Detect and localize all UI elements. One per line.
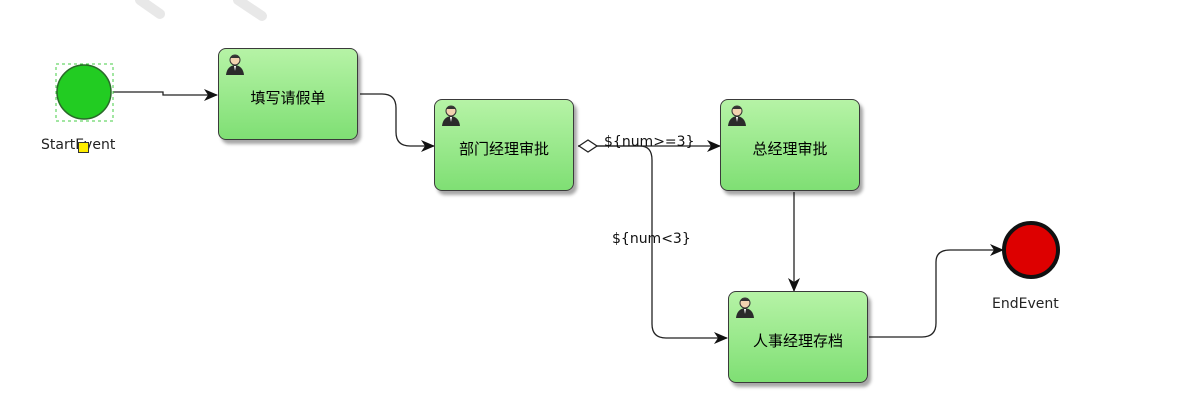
flow-start-to-fill-form[interactable] [113, 89, 218, 101]
task-dept-manager-approval[interactable]: 部门经理审批 [434, 99, 574, 191]
start-event-selection-box [55, 63, 114, 122]
flow-fill-form-to-dept-manager[interactable] [360, 93, 435, 152]
user-icon [226, 54, 244, 75]
flow-dept-to-hr-manager[interactable] [578, 145, 728, 344]
watermark-stroke [233, 0, 267, 21]
task-fill-leave-form[interactable]: 填写请假单 [218, 48, 358, 140]
end-event-label: EndEvent [992, 296, 1059, 312]
end-event[interactable] [1002, 221, 1060, 279]
task-label: 总经理审批 [752, 140, 828, 158]
watermark-stroke [135, 0, 165, 19]
waypoint-handle[interactable] [78, 142, 89, 153]
start-event[interactable] [56, 64, 112, 120]
task-hr-manager-archive[interactable]: 人事经理存档 [728, 291, 868, 383]
task-label: 人事经理存档 [752, 332, 843, 350]
task-general-manager-approval[interactable]: 总经理审批 [720, 99, 860, 191]
task-label: 部门经理审批 [458, 140, 549, 158]
task-label: 填写请假单 [250, 89, 326, 107]
conditional-flow-diamond-icon [577, 139, 599, 153]
condition-label-num-lt-3: ${num<3} [612, 231, 691, 247]
user-icon [442, 105, 460, 126]
user-icon [728, 105, 746, 126]
flow-hr-to-end[interactable] [869, 244, 1004, 338]
condition-label-num-gte-3: ${num>=3} [604, 134, 695, 150]
user-icon [736, 297, 754, 318]
